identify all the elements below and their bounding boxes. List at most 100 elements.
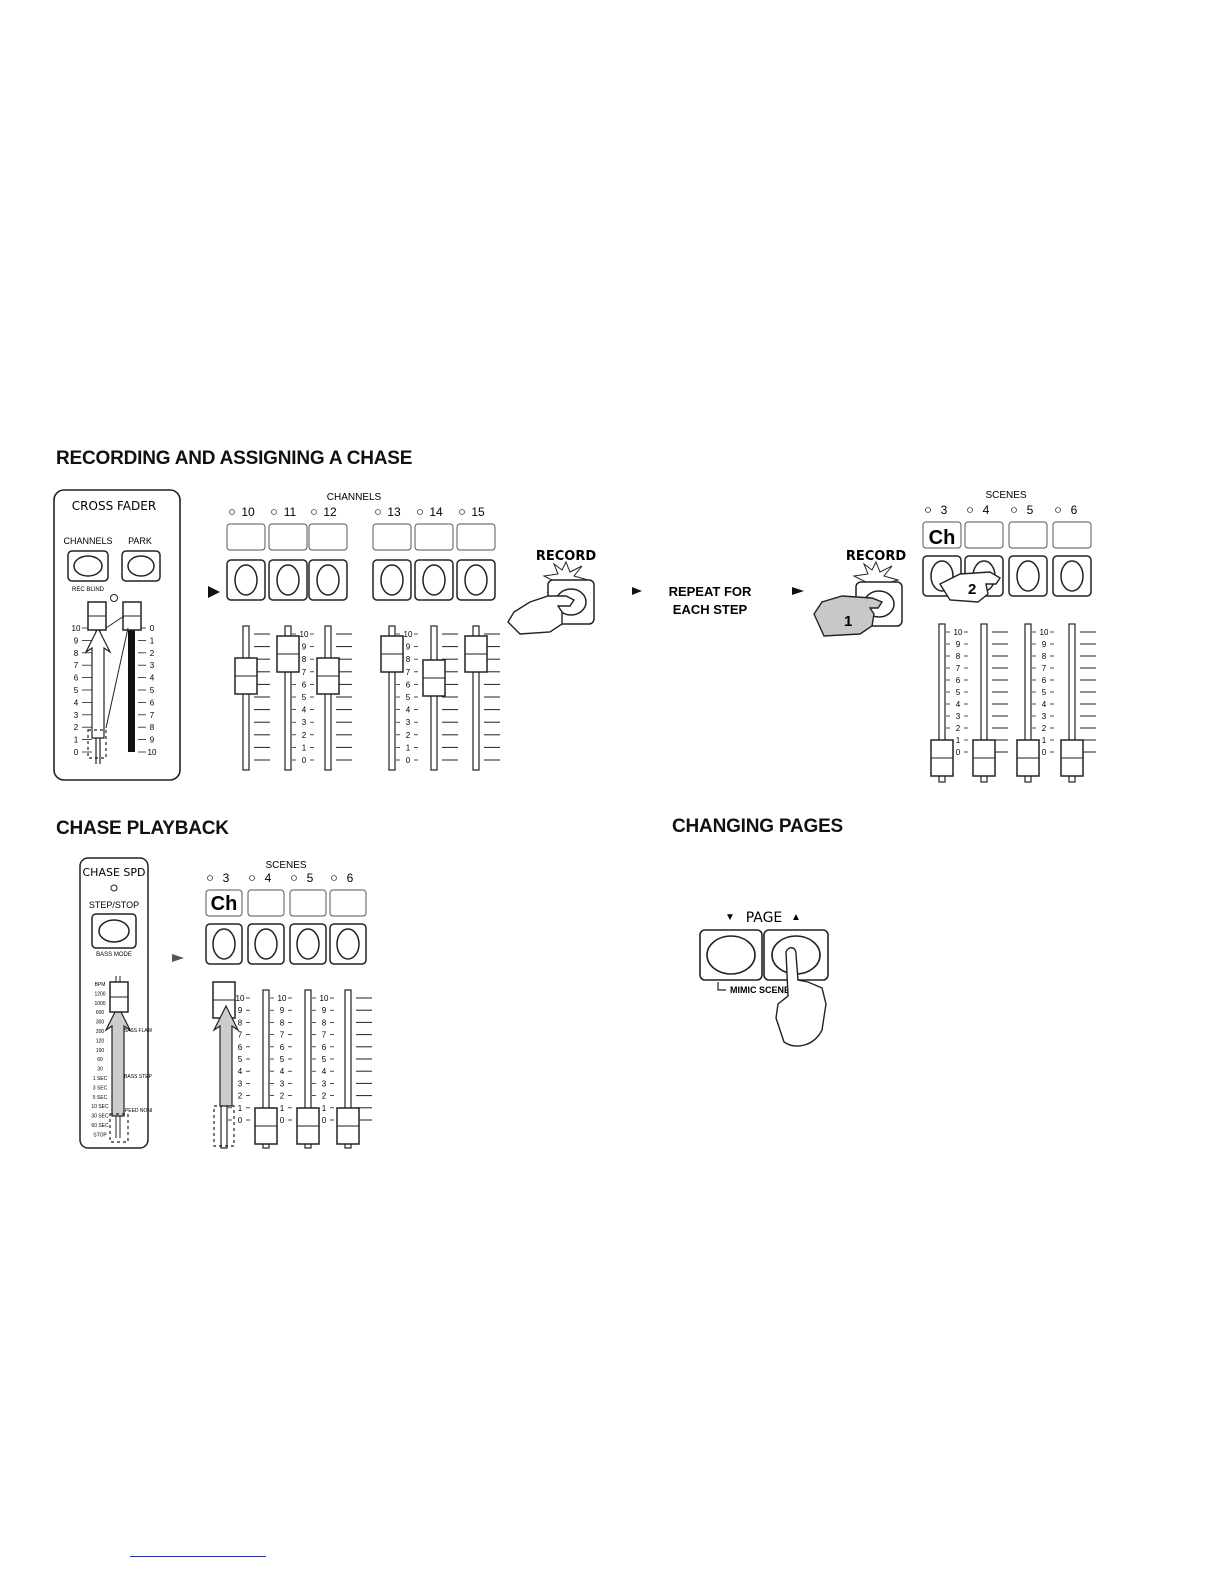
fader-tick-label: 6 — [302, 680, 307, 689]
cross-fader-tick-label: 10 — [72, 624, 81, 633]
channel-flash-button-15[interactable] — [456, 523, 496, 551]
chase-speed-led — [110, 884, 118, 892]
channels-button[interactable] — [67, 550, 109, 582]
up-arrow-icon — [212, 1004, 240, 1107]
fader-tick-label: 1 — [956, 736, 961, 745]
scene-top-flash-button-5[interactable] — [1008, 521, 1048, 549]
fader-tick-label: 1 — [280, 1104, 285, 1113]
channel-flash-button-13[interactable] — [372, 523, 412, 551]
cross-fader-tick-label: 6 — [74, 674, 79, 683]
channel-number-14: 14 — [429, 505, 443, 519]
scene-bottom-select-button-3[interactable] — [205, 923, 243, 965]
cross-fader-tick-label: 5 — [74, 686, 79, 695]
fader-tick-label: 6 — [406, 680, 411, 689]
channel-select-button-15[interactable] — [456, 559, 496, 601]
fader-tick-label: 10 — [1040, 628, 1049, 637]
fader-tick-label: 3 — [406, 718, 411, 727]
speed-tick-label: BPM — [95, 982, 106, 988]
fader-tick-label: 9 — [406, 643, 411, 652]
channel-select-button-14[interactable] — [414, 559, 454, 601]
channel-select-button-11[interactable] — [268, 559, 308, 601]
pointer-arrow-icon — [208, 586, 220, 598]
scene-bottom-flash-button-4[interactable] — [247, 889, 285, 917]
bass-mode-label: BASS MODE — [96, 952, 132, 958]
fader-tick-label: 9 — [238, 1006, 243, 1015]
step-stop-label: STEP/STOP — [89, 900, 139, 910]
chase-speed-title: CHASE SPD — [83, 866, 146, 879]
fader-tick-label: 4 — [238, 1067, 243, 1076]
fader-tick-label: 0 — [280, 1116, 285, 1125]
channel-flash-button-11[interactable] — [268, 523, 308, 551]
fader-tick-label: 5 — [406, 693, 411, 702]
indicator-led — [311, 509, 317, 515]
fader-tick-label: 7 — [302, 668, 307, 677]
cross-fader-tick-label: 6 — [150, 698, 155, 707]
channel-number-13: 13 — [387, 505, 401, 519]
scene-bottom-fader — [336, 989, 372, 1149]
scene-bottom-flash-button-6[interactable] — [329, 889, 367, 917]
speed-tick-label: 100 — [96, 1048, 105, 1054]
hand-icon — [813, 595, 884, 637]
fader-tick-label: 0 — [956, 748, 961, 757]
fader-tick-label: 0 — [238, 1116, 243, 1125]
scene-bottom-select-button-6[interactable] — [329, 923, 367, 965]
channel-flash-button-12[interactable] — [308, 523, 348, 551]
scene-bottom-select-button-4[interactable] — [247, 923, 285, 965]
cross-fader-tick-label: 1 — [150, 636, 155, 645]
fader-tick-label: 4 — [322, 1067, 327, 1076]
speed-tick-label: 30 SEC — [91, 1114, 109, 1120]
fader-tick-label: 4 — [1042, 700, 1047, 709]
indicator-led — [291, 875, 297, 881]
speed-tick-label: 300 — [96, 1020, 105, 1026]
fader-tick-label: 3 — [322, 1079, 327, 1088]
cross-fader-tick-label: 9 — [74, 636, 79, 645]
scene-top-fader — [1060, 623, 1096, 783]
cross-fader-tick-label: 3 — [74, 711, 79, 720]
scene-top-number-4: 4 — [983, 503, 990, 517]
cross-fader-tick-label: 0 — [150, 624, 155, 633]
channel-select-button-12[interactable] — [308, 559, 348, 601]
scene-top-flash-button-3[interactable] — [922, 521, 962, 549]
park-button[interactable] — [121, 550, 161, 582]
speed-side-label: BASS STEP — [124, 1074, 152, 1080]
fader-tick-label: 8 — [1042, 652, 1047, 661]
scene-top-number-5: 5 — [1027, 503, 1034, 517]
page-down-button[interactable] — [699, 929, 763, 981]
scene-bottom-flash-button-5[interactable] — [289, 889, 327, 917]
channel-select-button-10[interactable] — [226, 559, 266, 601]
fader-tick-label: 2 — [302, 731, 307, 740]
fader-tick-label: 1 — [322, 1104, 327, 1113]
scene-bottom-flash-button-3[interactable] — [205, 889, 243, 917]
step-stop-button[interactable] — [91, 913, 137, 949]
page-control-panel: ▼ PAGE ▲ MIMIC SCENE — [699, 910, 829, 1047]
channel-select-button-13[interactable] — [372, 559, 412, 601]
fader-tick-label: 5 — [280, 1055, 285, 1064]
speed-tick-label: 3 SEC — [93, 1085, 108, 1091]
arrow-right-icon — [792, 587, 804, 595]
playback-section-title: CHASE PLAYBACK — [56, 818, 229, 839]
fader-tick-label: 0 — [406, 756, 411, 765]
fader-tick-label: 2 — [1042, 724, 1047, 733]
fader-tick-label: 6 — [322, 1043, 327, 1052]
scene-top-flash-button-4[interactable] — [964, 521, 1004, 549]
fader-tick-label: 7 — [406, 668, 411, 677]
recording-section-title: RECORDING AND ASSIGNING A CHASE — [56, 448, 413, 469]
indicator-led — [375, 509, 381, 515]
pages-section-title: CHANGING PAGES — [672, 816, 844, 837]
cross-fader-tick-label: 10 — [148, 748, 157, 757]
fader-tick-label: 8 — [238, 1018, 243, 1027]
cross-fader-tick-label: 2 — [150, 649, 155, 658]
channel-flash-button-10[interactable] — [226, 523, 266, 551]
fader-tick-label: 10 — [954, 628, 963, 637]
scene-top-select-button-5[interactable] — [1008, 555, 1048, 597]
cross-fader-tick-label: 4 — [74, 698, 79, 707]
repeat-line-2: EACH STEP — [673, 602, 748, 617]
speed-tick-label: 120 — [96, 1038, 105, 1044]
scene-top-flash-button-6[interactable] — [1052, 521, 1092, 549]
channel-flash-button-14[interactable] — [414, 523, 454, 551]
scene-top-select-button-6[interactable] — [1052, 555, 1092, 597]
scene-bottom-select-button-5[interactable] — [289, 923, 327, 965]
